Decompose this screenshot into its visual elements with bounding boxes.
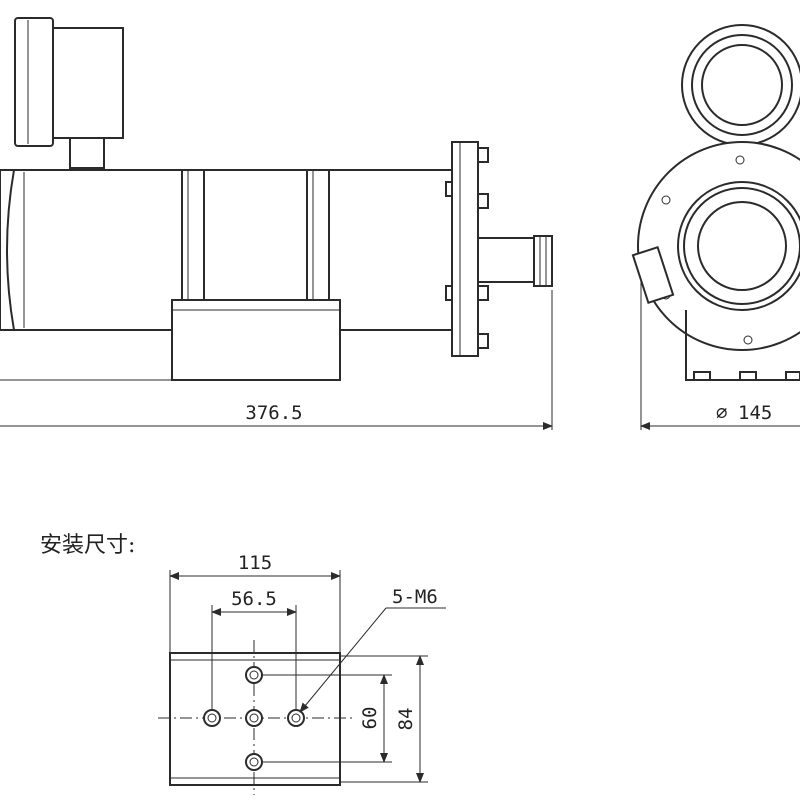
side-view: 376.5 xyxy=(0,17,553,430)
mount-hole xyxy=(245,709,263,727)
mount-hole xyxy=(203,709,221,727)
hole-spacing-x-dimension: 56.5 xyxy=(211,588,297,710)
mount-width-dimension: 115 xyxy=(169,552,341,653)
mount-bracket xyxy=(171,299,341,381)
diameter-symbol: ⌀ xyxy=(716,402,727,424)
mount-height-dimension: 84 xyxy=(340,655,428,783)
mount-height-label: 84 xyxy=(395,708,417,731)
mount-plate-view: 115 56.5 60 84 5-M6 xyxy=(158,552,446,795)
mount-hole xyxy=(245,666,263,684)
junction-box xyxy=(14,17,124,169)
front-view: ⌀ 145 xyxy=(631,24,800,430)
front-flange xyxy=(637,141,800,351)
hole-callout-label: 5-M6 xyxy=(392,586,438,608)
cable-gland xyxy=(477,235,553,287)
hole-callout: 5-M6 xyxy=(299,586,446,713)
install-title: 安装尺寸: xyxy=(40,533,135,558)
hole-spacing-y-label: 60 xyxy=(359,707,381,730)
hole-spacing-y-dimension: 60 xyxy=(262,674,392,763)
flange xyxy=(445,141,489,357)
diameter-dimension: ⌀ 145 xyxy=(640,280,800,430)
mount-hole xyxy=(287,709,305,727)
front-bracket xyxy=(685,310,800,381)
overall-length-label: 376.5 xyxy=(245,402,302,424)
diameter-label: 145 xyxy=(738,402,772,424)
mount-width-label: 115 xyxy=(238,552,272,574)
overall-length-dimension: 376.5 xyxy=(0,290,553,430)
front-gland xyxy=(631,245,675,305)
mount-hole xyxy=(245,753,263,771)
hole-spacing-x-label: 56.5 xyxy=(231,588,277,610)
